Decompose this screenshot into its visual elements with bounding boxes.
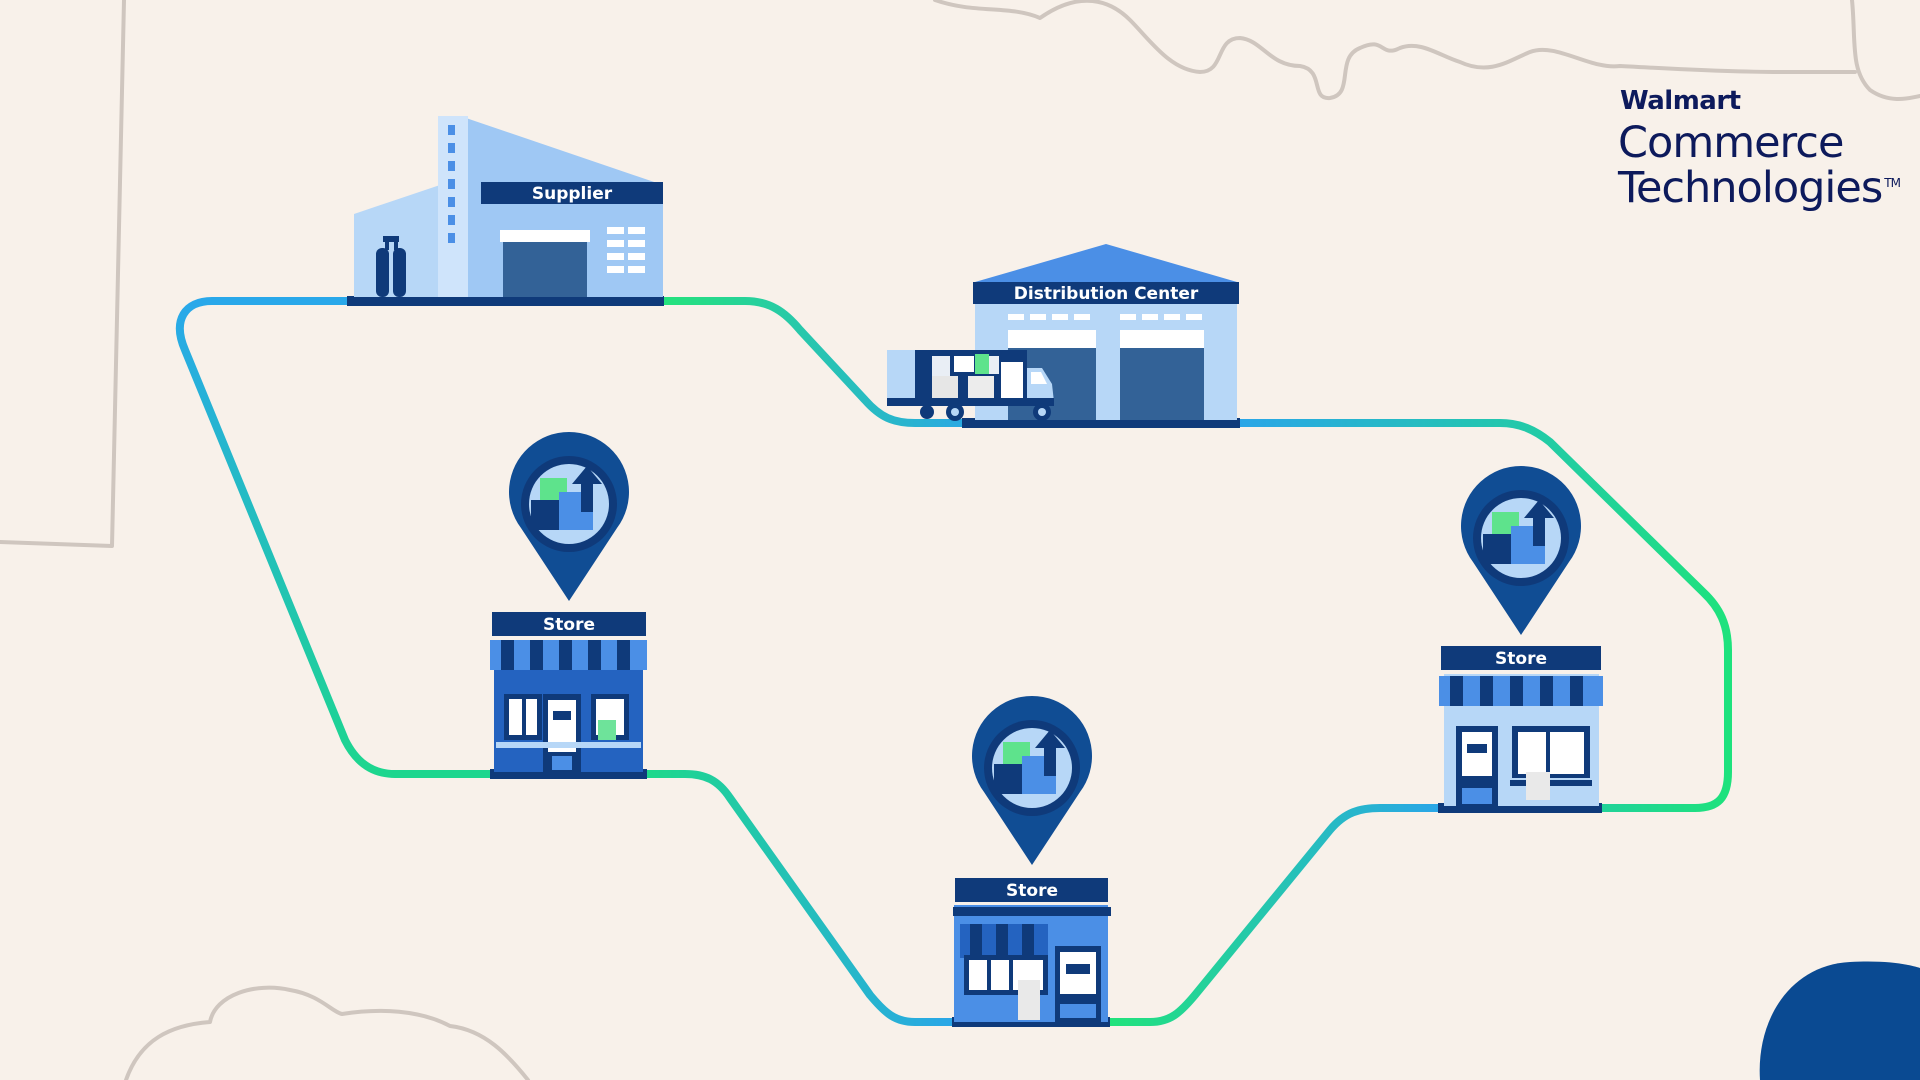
store-south: Store (953, 878, 1111, 1022)
dc-sign (973, 282, 1239, 304)
coastline-top (933, 0, 1857, 100)
dc-door-right (1120, 348, 1204, 420)
route-segment-west-supplier (175, 297, 497, 778)
coastline-right (1850, 0, 1920, 101)
awning (960, 924, 1048, 958)
supplier-sign (481, 182, 663, 204)
distribution-center-building: Distribution Center (973, 244, 1239, 420)
awning (490, 640, 647, 670)
supplier-label: Supplier (532, 184, 613, 204)
awning (1439, 676, 1603, 706)
supplier-building: Supplier (354, 116, 663, 297)
decorative-blob (1759, 961, 1920, 1080)
dc-base (962, 418, 1240, 428)
distribution-center-label: Distribution Center (1014, 284, 1199, 304)
supply-route (175, 297, 1732, 1026)
brand-walmart: Walmart (1620, 86, 1741, 116)
store-west-base (490, 769, 647, 779)
store-east-base (1438, 803, 1602, 813)
gas-tanks (376, 236, 406, 297)
region-border-left (0, 0, 126, 548)
inventory-pin-west (509, 432, 629, 601)
route-segment-supplier-dc (659, 297, 984, 427)
store-east: Store (1439, 646, 1603, 806)
store-south-label: Store (1006, 881, 1058, 901)
brand-line-commerce: Commerce (1618, 118, 1844, 168)
trademark-symbol: TM (1884, 176, 1901, 190)
inventory-pin-east (1461, 466, 1581, 635)
inventory-pin-south (972, 696, 1092, 865)
route-segment-east-south (1104, 804, 1444, 1026)
delivery-truck-icon (887, 350, 1054, 421)
supplier-base (347, 296, 664, 306)
route-segment-south-west (641, 770, 958, 1026)
route-segment-dc-east (1234, 419, 1732, 812)
cloud-bottom-left (124, 985, 530, 1080)
store-west-sign (492, 612, 646, 636)
store-east-label: Store (1495, 649, 1547, 669)
store-west-label: Store (543, 615, 595, 635)
store-west: Store (490, 612, 647, 772)
store-east-sign (1441, 646, 1601, 670)
loading-dock-door (503, 242, 587, 297)
store-south-sign (955, 878, 1108, 902)
inventory-location-pin-icon (972, 696, 1092, 865)
inventory-location-pin-icon (509, 432, 629, 601)
inventory-location-pin-icon (1461, 466, 1581, 635)
brand-technologies-text: Technologies (1618, 163, 1883, 213)
